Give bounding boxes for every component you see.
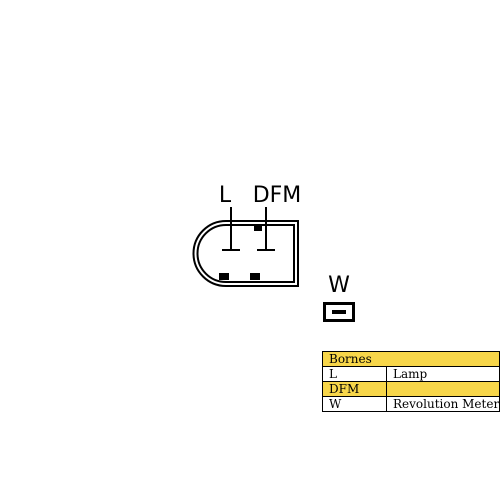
terminal-description: Revolution Meter [386,396,500,412]
w-terminal-slot [332,310,346,314]
terminal-description [386,381,500,397]
terminal-block-top [254,225,262,231]
table-header: Bornes [322,351,500,367]
terminal-table: Bornes L Lamp DFM W Revolution Meter [322,351,500,412]
w-terminal-outer [323,302,355,322]
terminal-block-bottom-left [219,273,229,280]
table-header-row: Bornes [322,351,500,367]
table-row: DFM [322,381,500,397]
terminal-code: DFM [322,381,387,397]
plug-housing-outer [192,220,299,287]
pin-label-dfm: DFM [253,183,302,208]
terminal-code: L [322,366,387,382]
plug-housing-inner [196,224,295,283]
terminal-description: Lamp [386,366,500,382]
pin-label-w: W [328,273,350,298]
table-row: L Lamp [322,366,500,382]
terminal-code: W [322,396,387,412]
table-row: W Revolution Meter [322,396,500,412]
terminal-block-bottom-right [250,273,260,280]
pin-label-l: L [219,183,232,208]
